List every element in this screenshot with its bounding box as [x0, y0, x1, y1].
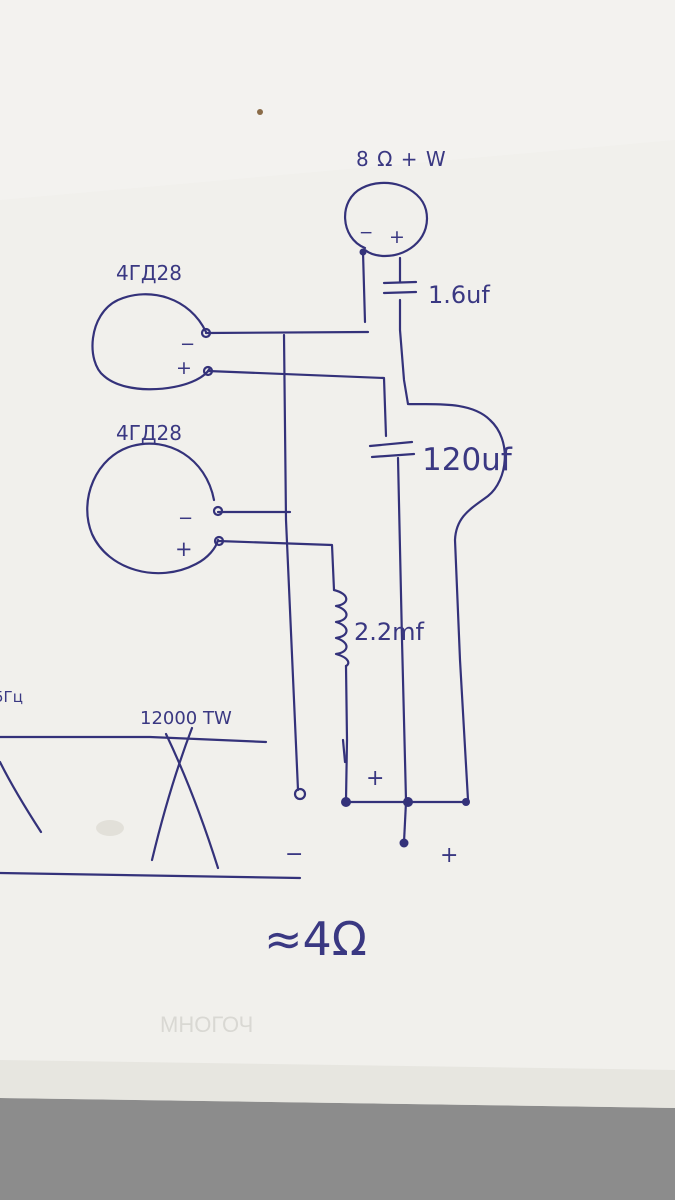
paper-sheet [0, 0, 675, 1108]
dot-tweeter-minus [359, 248, 367, 256]
response-axis [0, 871, 302, 880]
woofer-1-minus: − [180, 334, 195, 355]
wire-output-plus [402, 800, 408, 844]
response-baseline [0, 735, 268, 744]
wiring [204, 250, 506, 844]
dot-woofer1-minus [200, 327, 212, 339]
wire-tweeter-loop [406, 402, 506, 802]
woofer-2-label: 4ГД28 [116, 421, 182, 445]
response-woofer-curve [164, 732, 220, 870]
dot-woofer2-plus [213, 535, 225, 547]
terminal-minus-label: − [285, 842, 303, 867]
inductor-label: 2.2mf [354, 618, 425, 646]
capacitor-2-label: 120uf [422, 442, 513, 478]
cap-1-plate-top [382, 280, 418, 285]
inductor-coil [332, 588, 350, 668]
woofer-2-circle [86, 442, 220, 575]
tweeter-label: 8 Ω + W [356, 147, 447, 171]
response-sketch: 5Гц 12000 TW [0, 688, 302, 880]
wire-woofer1-plus [206, 369, 388, 438]
tweeter-plus: + [389, 226, 405, 248]
dot-woofer1-plus [202, 365, 214, 377]
wire-tweeter-cap-out [398, 298, 410, 406]
woofer-1-circle [91, 293, 212, 391]
impedance-note: ≈4Ω [264, 912, 367, 966]
junction-plus-label: + [366, 766, 384, 791]
junctions [200, 248, 470, 848]
dot-woofer2-minus [212, 505, 224, 517]
capacitor-1-6uf: 1.6uf [382, 280, 490, 309]
bleed-through-text: МНОГОЧ [160, 1012, 253, 1037]
cap-1-plate-bottom [382, 290, 418, 295]
wire-tweeter-minus [361, 250, 367, 324]
wire-inductor-out [344, 664, 349, 802]
tweeter-circle [344, 181, 429, 258]
woofer-2-speaker: 4ГД28 − + [86, 421, 220, 575]
terminal-plus-label: + [440, 843, 458, 868]
paper-smudge [96, 820, 124, 836]
dot-bottom-right [462, 798, 470, 806]
woofer-2-plus: + [175, 537, 193, 561]
response-left-label: 5Гц [0, 688, 23, 706]
woofer-1-label: 4ГД28 [116, 261, 182, 285]
response-right-label: 12000 TW [140, 708, 232, 729]
capacitor-120uf: 120uf [368, 440, 513, 478]
terminal-minus-dot [293, 787, 307, 801]
woofer-1-speaker: 4ГД28 − + [91, 261, 212, 391]
tweeter-minus: − [359, 223, 373, 243]
response-left-rolloff [0, 760, 43, 834]
tweeter-speaker: 8 Ω + W − + [344, 147, 447, 258]
wire-cap-main-out [396, 456, 408, 802]
wire-negative-bus [282, 333, 300, 792]
wire-inductor-tick [341, 738, 347, 764]
response-tweeter-curve [150, 726, 194, 862]
cap-2-plate-top [368, 440, 414, 448]
capacitor-1-label: 1.6uf [428, 281, 490, 309]
inductor-2-2mf: 2.2mf [332, 588, 425, 668]
terminal-plus-dot [399, 838, 409, 848]
dot-bottom-mid [403, 797, 413, 807]
wire-woofer1-minus [204, 330, 370, 335]
paper-speck [257, 109, 263, 115]
dot-bottom-left [341, 797, 351, 807]
wire-woofer2-plus [216, 539, 336, 592]
woofer-1-plus: + [176, 357, 192, 379]
woofer-2-minus: − [178, 508, 193, 529]
cap-2-plate-bottom [370, 452, 416, 459]
